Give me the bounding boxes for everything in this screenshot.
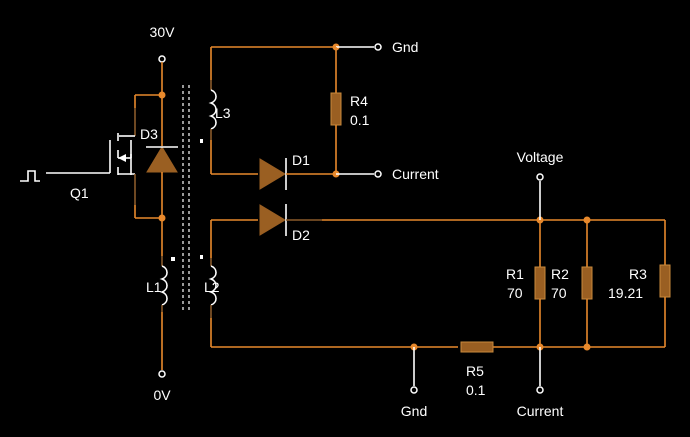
diode-d1[interactable] xyxy=(211,158,336,190)
polarity-dot-icon xyxy=(200,139,203,143)
label-l1: L1 xyxy=(146,279,162,295)
diode-d2[interactable] xyxy=(211,204,665,236)
label-d2: D2 xyxy=(292,227,310,243)
terminal-gnd-top[interactable] xyxy=(374,43,382,51)
terminal-gnd-bottom[interactable] xyxy=(410,386,418,394)
supply-rail xyxy=(134,55,166,133)
resistor-r4[interactable] xyxy=(330,92,342,174)
label-l3: L3 xyxy=(215,105,231,121)
label-gnd-bottom: Gnd xyxy=(401,403,427,419)
top-gnd-wire xyxy=(211,43,382,93)
label-r4: R4 xyxy=(350,93,368,109)
polarity-dot-icon xyxy=(171,257,175,261)
label-d1: D1 xyxy=(292,152,310,168)
label-d3: D3 xyxy=(140,126,158,142)
resistor-r2[interactable] xyxy=(581,220,593,347)
label-r5: R5 xyxy=(466,363,484,379)
label-r1: R1 xyxy=(506,266,524,282)
label-l2: L2 xyxy=(204,279,220,295)
mosfet-q1[interactable] xyxy=(20,108,136,205)
terminal-current-top[interactable] xyxy=(374,170,382,178)
polarity-dot-icon xyxy=(200,255,203,259)
label-gnd-top: Gnd xyxy=(392,39,418,55)
label-current-top: Current xyxy=(392,166,439,182)
inductor-l3[interactable] xyxy=(200,47,217,174)
terminal-30v[interactable] xyxy=(158,55,166,63)
output-rail-bottom xyxy=(211,343,665,394)
label-r4-value: 0.1 xyxy=(350,112,370,128)
resistor-r3[interactable] xyxy=(659,264,671,347)
label-current-bottom: Current xyxy=(517,403,564,419)
transformer-core xyxy=(182,85,190,312)
label-r5-value: 0.1 xyxy=(466,382,486,398)
label-30v: 30V xyxy=(150,24,176,40)
label-r3: R3 xyxy=(629,266,647,282)
top-current-wire xyxy=(332,170,382,178)
label-0v: 0V xyxy=(153,387,171,403)
mosfet-arrow-icon xyxy=(118,154,126,162)
diode-d3[interactable] xyxy=(146,133,178,218)
resistor-r1[interactable] xyxy=(534,220,546,347)
ground-rail xyxy=(158,312,166,378)
terminal-current-bottom[interactable] xyxy=(536,386,544,394)
label-r2-value: 70 xyxy=(551,285,567,301)
label-r2: R2 xyxy=(551,266,569,282)
label-q1: Q1 xyxy=(70,185,89,201)
inductor-l1[interactable] xyxy=(159,256,175,312)
label-r3-value: 19.21 xyxy=(608,285,643,301)
inductor-l2[interactable] xyxy=(200,220,217,347)
terminal-voltage[interactable] xyxy=(536,173,544,181)
mid-node xyxy=(134,205,166,256)
resistor-r5[interactable] xyxy=(460,341,494,353)
label-r1-value: 70 xyxy=(507,285,523,301)
terminal-0v[interactable] xyxy=(158,370,166,378)
label-voltage: Voltage xyxy=(517,149,564,165)
pulse-source-icon xyxy=(20,170,40,182)
